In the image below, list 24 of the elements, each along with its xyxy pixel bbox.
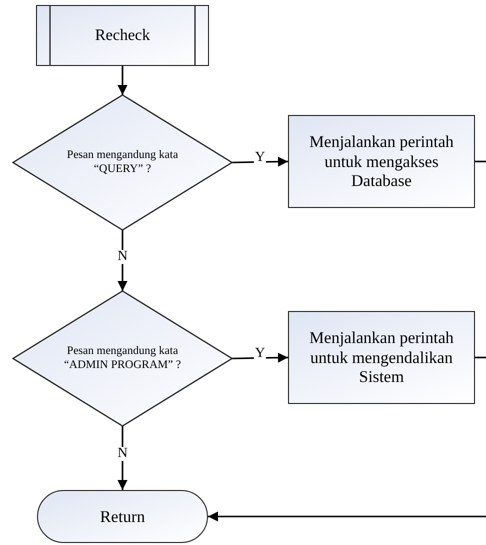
edge-label: Y	[254, 151, 266, 165]
arrow	[118, 230, 128, 291]
arrow	[232, 352, 288, 363]
arrow	[118, 66, 128, 95]
node-label: Menjalankan perintah untuk mengendalikan Sistem	[308, 328, 455, 388]
edge-label: N	[116, 447, 129, 461]
connector-line	[475, 356, 486, 358]
node-label: Menjalankan perintah untuk mengakses Database	[308, 132, 455, 192]
node-label: Return	[100, 506, 145, 526]
decision-diamond	[13, 95, 232, 230]
node-label: Recheck	[94, 26, 150, 46]
edge-label: Y	[254, 347, 266, 361]
predefined-process-box	[36, 5, 209, 66]
decision-question: Pesan mengandung kata “ADMIN PROGRAM” ?	[63, 344, 182, 372]
process-box	[288, 115, 475, 208]
arrow	[208, 512, 486, 522]
decision-question: Pesan mengandung kata “QUERY” ?	[66, 148, 180, 176]
connector-line	[475, 160, 486, 162]
process-box	[288, 311, 475, 404]
decision-diamond	[13, 291, 232, 426]
edge-label: N	[116, 250, 129, 264]
arrow	[232, 156, 288, 167]
terminal-shape	[37, 490, 208, 543]
arrow	[118, 426, 128, 490]
